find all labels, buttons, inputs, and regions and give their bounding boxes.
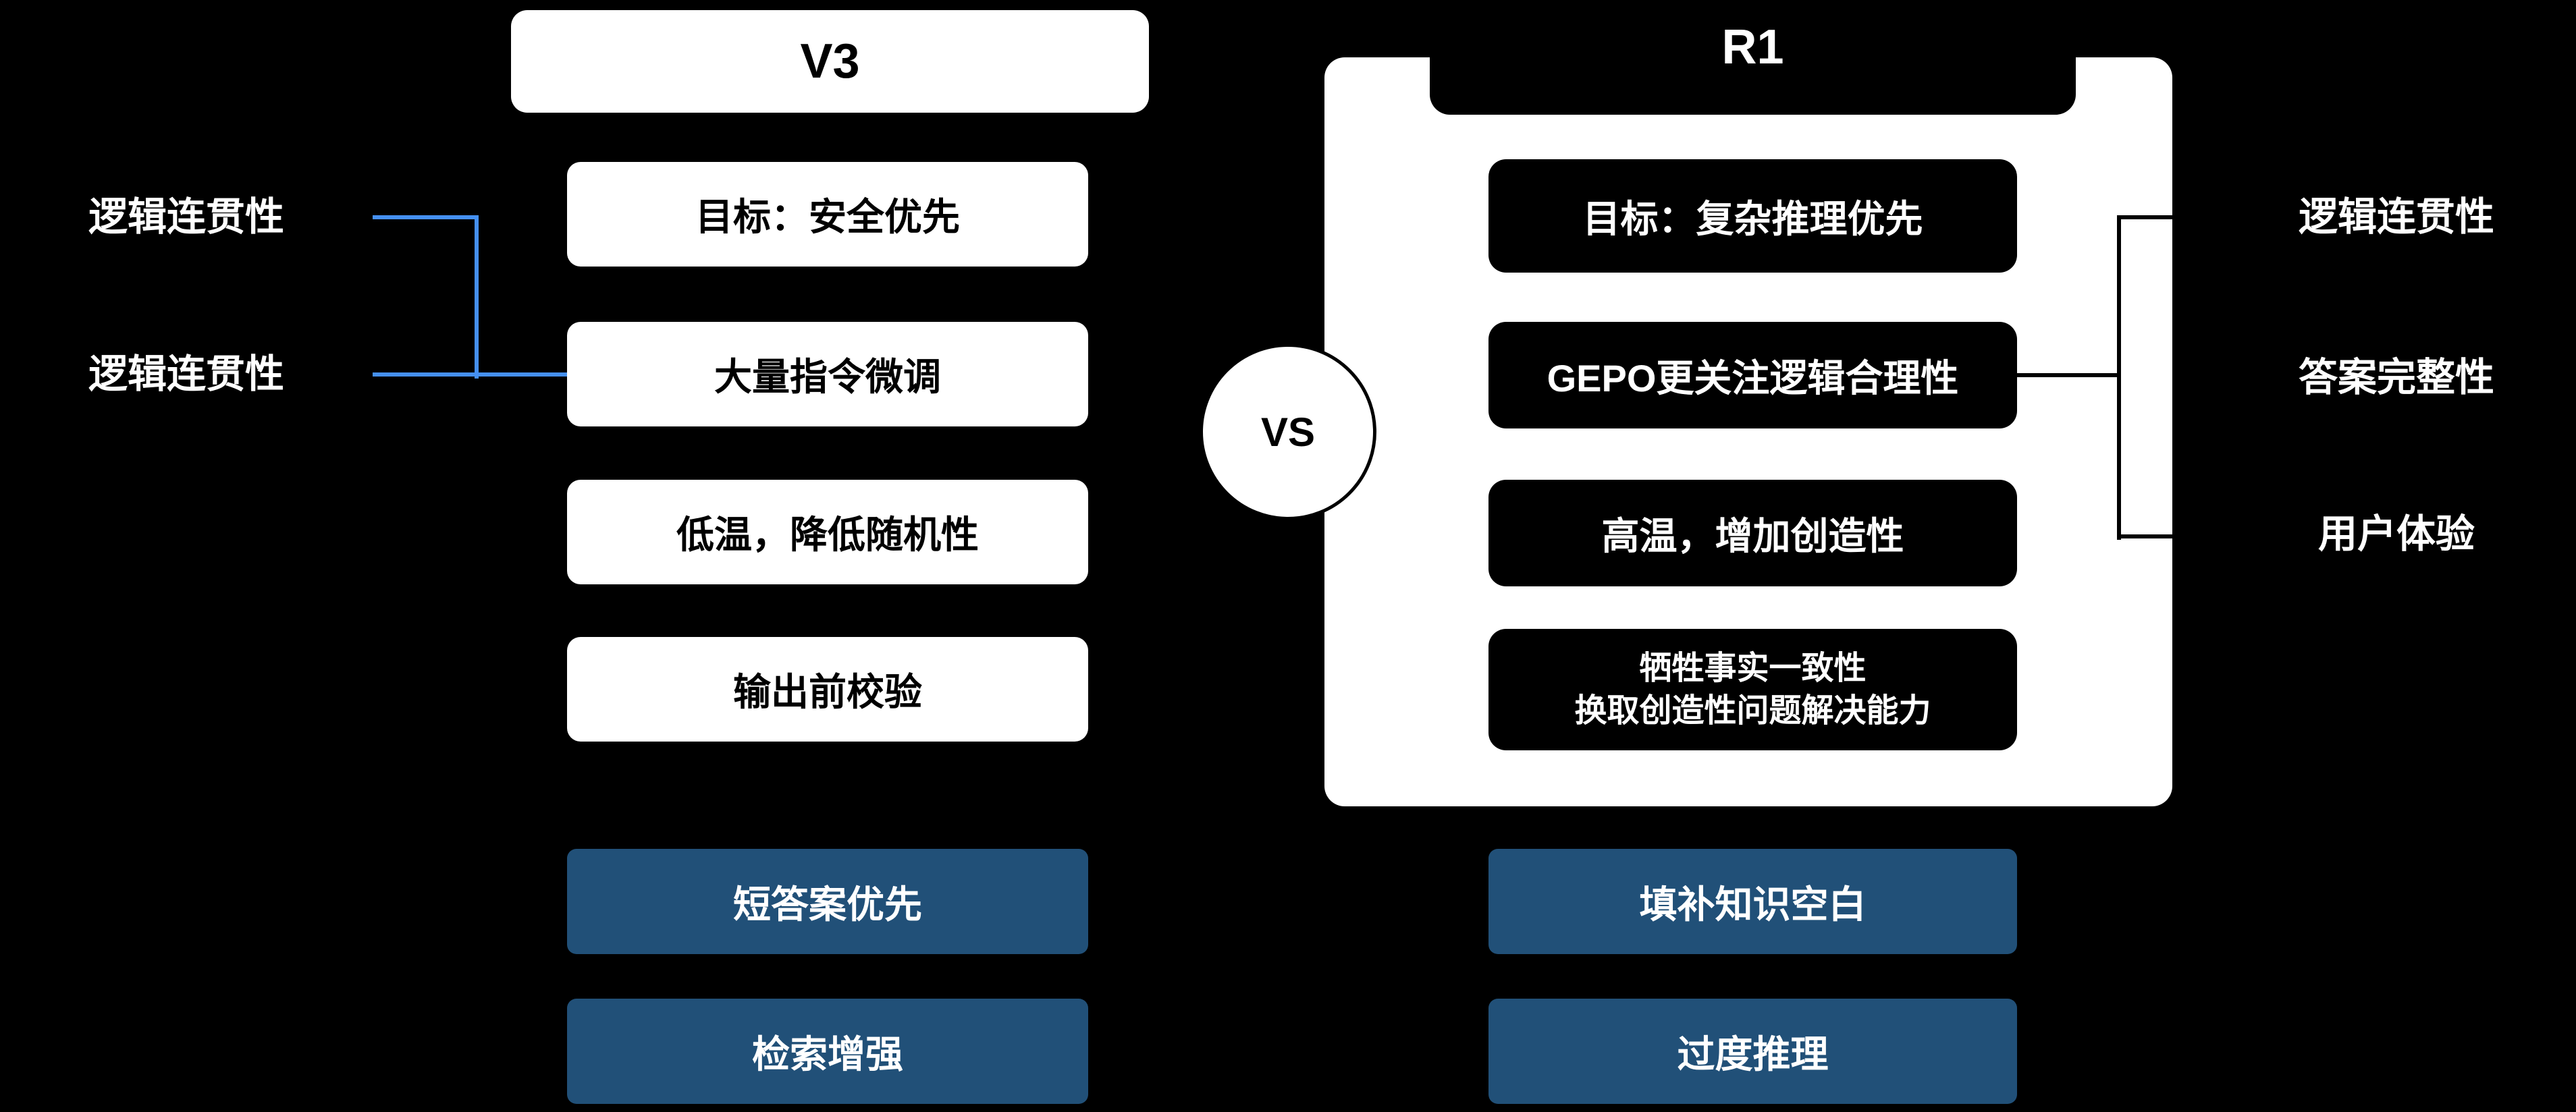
right-side-label-3: 用户体验	[2248, 513, 2545, 555]
r1-box-temperature: 高温，增加创造性	[1488, 480, 2017, 586]
right-side-label-1: 逻辑连贯性	[2248, 196, 2545, 238]
right-side-label-3-text: 用户体验	[2317, 512, 2475, 556]
left-side-label-1-text: 逻辑连贯性	[88, 195, 284, 239]
r1-issue-overthinking-label: 过度推理	[1677, 1032, 1829, 1076]
right-side-label-2-text: 答案完整性	[2298, 356, 2494, 399]
connector-black-top-tick	[2117, 215, 2172, 219]
v3-issue-box-short-answer: 短答案优先	[567, 849, 1088, 954]
r1-box-tradeoff: 牺牲事实一致性 换取创造性问题解决能力	[1488, 629, 2017, 750]
r1-issue-knowledge-gap-label: 填补知识空白	[1639, 883, 1867, 926]
r1-box-goal: 目标：复杂推理优先	[1488, 159, 2017, 273]
v3-issue-short-answer-label: 短答案优先	[733, 883, 922, 926]
r1-box-temperature-label: 高温，增加创造性	[1601, 514, 1904, 557]
connector-blue-top-line	[373, 215, 477, 219]
v3-issue-retrieval-label: 检索增强	[752, 1032, 903, 1076]
connector-blue-bottom-line	[373, 372, 567, 377]
r1-box-goal-label: 目标：复杂推理优先	[1582, 197, 1923, 240]
v3-box-finetune-label: 大量指令微调	[714, 356, 941, 398]
vs-label: VS	[1260, 409, 1316, 455]
right-side-label-2: 答案完整性	[2248, 357, 2545, 399]
v3-box-temperature-label: 低温，降低随机性	[676, 513, 979, 556]
r1-box-gepo-label: GEPO更关注逻辑合理性	[1547, 356, 1959, 399]
r1-title-card: R1	[1430, 0, 2076, 115]
left-side-label-2: 逻辑连贯性	[38, 354, 335, 395]
r1-title: R1	[1721, 20, 1784, 74]
connector-blue-vertical-line	[475, 215, 479, 379]
left-side-label-2-text: 逻辑连贯性	[88, 352, 284, 396]
v3-box-finetune: 大量指令微调	[567, 322, 1088, 426]
v3-box-verification-label: 输出前校验	[733, 671, 922, 713]
connector-black-vertical-line	[2117, 215, 2121, 540]
connector-black-mid-line	[2016, 373, 2119, 377]
v3-title: V3	[800, 34, 860, 88]
v3-box-goal: 目标：安全优先	[567, 162, 1088, 267]
r1-issue-box-knowledge-gap: 填补知识空白	[1488, 849, 2017, 954]
r1-box-gepo: GEPO更关注逻辑合理性	[1488, 322, 2017, 428]
v3-issue-box-retrieval: 检索增强	[567, 999, 1088, 1104]
vs-badge: VS	[1200, 343, 1376, 520]
right-side-label-1-text: 逻辑连贯性	[2298, 195, 2494, 239]
r1-box-tradeoff-line1: 牺牲事实一致性	[1639, 650, 1867, 686]
v3-box-temperature: 低温，降低随机性	[567, 480, 1088, 584]
v3-title-card: V3	[511, 10, 1149, 113]
v3-box-goal-label: 目标：安全优先	[695, 196, 960, 238]
v3-box-verification: 输出前校验	[567, 637, 1088, 742]
r1-issue-box-overthinking: 过度推理	[1488, 999, 2017, 1104]
left-side-label-1: 逻辑连贯性	[38, 196, 335, 238]
connector-black-bottom-tick	[2117, 534, 2172, 538]
r1-box-tradeoff-line2: 换取创造性问题解决能力	[1574, 693, 1931, 729]
